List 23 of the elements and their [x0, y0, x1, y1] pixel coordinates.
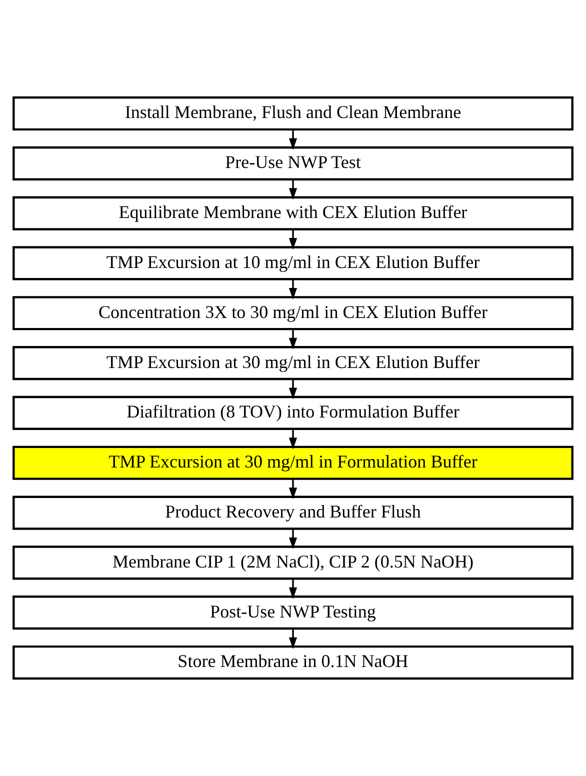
node-box: TMP Excursion at 10 mg/ml in CEX Elution Buffer — [12, 246, 574, 280]
node-box: Store Membrane in 0.1N NaOH — [12, 645, 574, 680]
arrow — [288, 130, 298, 150]
arrow — [288, 329, 298, 350]
node-box: Diafiltration (8 TOV) into Formulation Buffer — [12, 396, 574, 430]
node-box: Concentration 3X to 30 mg/ml in CEX Elution Buffer — [12, 296, 574, 330]
arrow — [288, 379, 298, 400]
node-box: Post-Use NWP Testing — [12, 596, 574, 630]
arrow — [288, 529, 298, 550]
arrow — [288, 628, 298, 649]
arrow — [288, 230, 298, 250]
arrow — [288, 429, 298, 450]
node-box: Equilibrate Membrane with CEX Elution Buffer — [12, 196, 574, 230]
node-box: TMP Excursion at 30 mg/ml in Formulation Buffer — [12, 446, 574, 480]
arrow — [288, 479, 298, 500]
node-box: TMP Excursion at 30 mg/ml in CEX Elution Buffer — [12, 346, 574, 380]
node-box: Install Membrane, Flush and Clean Membrane — [12, 96, 574, 131]
arrow — [288, 280, 298, 300]
arrow — [288, 180, 298, 200]
node-box: Product Recovery and Buffer Flush — [12, 496, 574, 530]
arrow — [288, 579, 298, 600]
node-box: Pre-Use NWP Test — [12, 146, 574, 180]
node-box: Membrane CIP 1 (2M NaCl), CIP 2 (0.5N NaOH) — [12, 546, 574, 580]
